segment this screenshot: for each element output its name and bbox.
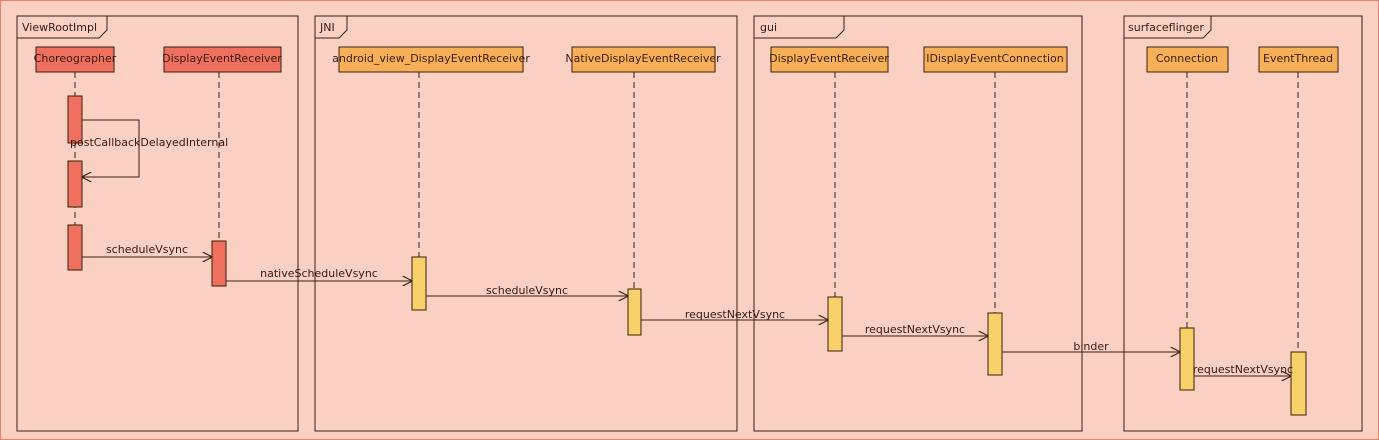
activation-idisplay-event-connection: [987, 312, 1003, 376]
activation-native-der: [627, 288, 642, 336]
message-label: scheduleVsync: [106, 243, 188, 256]
frame-label: surfaceflinger: [1128, 21, 1204, 34]
frame-label: gui: [760, 21, 777, 34]
activation-gui-der: [827, 296, 843, 352]
message-label: nativeScheduleVsync: [260, 267, 378, 280]
participant-gui-der: DisplayEventReceiver: [769, 46, 889, 73]
activation-choreographer-2: [67, 160, 83, 208]
frame-label: JNI: [319, 21, 335, 34]
message-label: requestNextVsync: [685, 308, 785, 321]
participant-display-event-receiver-java: DisplayEventReceiver: [162, 46, 282, 73]
participant-label: Choreographer: [34, 52, 117, 65]
participant-connection: Connection: [1146, 46, 1229, 73]
activations: [67, 95, 1307, 416]
message-label: requestNextVsync: [865, 323, 965, 336]
activation-event-thread: [1290, 351, 1307, 416]
frame-surfaceflinger: surfaceflinger: [1123, 15, 1363, 432]
participant-label: NativeDisplayEventReceiver: [565, 52, 721, 65]
activation-connection: [1179, 327, 1195, 391]
frame-label: ViewRootImpl: [22, 21, 97, 34]
participant-label: IDisplayEventConnection: [926, 52, 1064, 65]
participant-idisplay-event-connection: IDisplayEventConnection: [923, 46, 1068, 73]
frame-gui: gui: [753, 15, 1083, 432]
message-label: binder: [1073, 340, 1109, 353]
participant-label: DisplayEventReceiver: [162, 52, 282, 65]
message-labels: postCallbackDelayedInternal scheduleVsyn…: [70, 136, 1293, 376]
participant-label: EventThread: [1263, 52, 1333, 65]
participant-choreographer: Choreographer: [34, 46, 117, 73]
participant-label: android_view_DisplayEventReceiver: [332, 52, 530, 65]
message-label: postCallbackDelayedInternal: [70, 136, 228, 149]
messages: [82, 119, 1291, 376]
frame-viewrootimpl: ViewRootImpl: [16, 15, 299, 432]
activation-choreographer-3: [67, 224, 83, 271]
message-label: requestNextVsync: [1193, 363, 1293, 376]
activation-android-view-der: [411, 256, 427, 311]
message-post-callback: [82, 119, 140, 177]
frame-jni: JNI: [314, 15, 738, 432]
participant-android-view-der: android_view_DisplayEventReceiver: [332, 46, 530, 73]
participant-label: Connection: [1156, 52, 1218, 65]
participant-label: DisplayEventReceiver: [769, 52, 889, 65]
activation-display-event-receiver-java: [211, 240, 227, 287]
message-label: scheduleVsync: [486, 284, 568, 297]
participant-event-thread: EventThread: [1258, 46, 1339, 73]
participant-native-der: NativeDisplayEventReceiver: [565, 46, 721, 73]
